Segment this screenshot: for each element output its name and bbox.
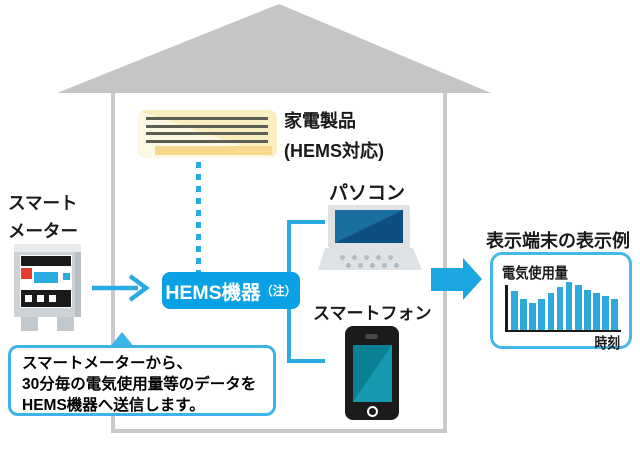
- speech-bubble-pointer: [109, 332, 135, 348]
- house-to-display-arrow: [431, 268, 463, 291]
- keyboard-dot: [370, 263, 375, 268]
- ac-louver: [146, 117, 268, 120]
- meter-display-bar: [21, 256, 71, 266]
- chart-bar: [602, 295, 609, 330]
- bubble-text-line1: スマートメーターから、: [22, 355, 193, 372]
- chart-x-label: 時刻: [594, 335, 620, 352]
- ac-louver: [146, 124, 268, 128]
- meter-digit: [37, 295, 44, 302]
- hems-device-label: HEMS機器: [165, 282, 261, 304]
- smart-meter-icon: [14, 244, 84, 332]
- ac-louver: [146, 139, 268, 143]
- bubble-text-line3: HEMS機器へ送信します。: [22, 397, 205, 414]
- meter-leg: [57, 317, 74, 331]
- meter-body-top: [14, 244, 81, 252]
- ac-vent-strip: [155, 146, 272, 155]
- keyboard-dot: [394, 263, 399, 268]
- meter-blue-dot: [63, 273, 70, 280]
- chart-bar: [584, 289, 591, 330]
- keyboard-dot: [358, 263, 363, 268]
- keyboard-dot: [352, 255, 357, 260]
- ac-louver: [146, 132, 268, 135]
- chart-bars: [511, 281, 619, 330]
- chart-title: 電気使用量: [502, 265, 569, 282]
- bubble-text-line2: 30分毎の電気使用量等のデータを: [22, 376, 257, 393]
- chart-bar: [574, 284, 582, 330]
- phone-speaker: [365, 334, 378, 339]
- meter-leg: [21, 317, 38, 331]
- keyboard-dot: [346, 263, 351, 268]
- house-wall-right: [443, 93, 447, 433]
- keyboard-dot: [376, 255, 381, 260]
- keyboard-dot: [340, 255, 345, 260]
- appliance-label: 家電製品 (HEMS対応): [284, 111, 384, 161]
- chart-bar: [556, 286, 564, 330]
- keyboard-dot: [388, 255, 393, 260]
- pc-label: パソコン: [329, 183, 406, 204]
- display-example-label: 表示端末の表示例: [486, 231, 630, 251]
- hems-device-box: HEMS機器 （注）: [162, 272, 300, 309]
- pc-screen: [335, 210, 403, 243]
- smart-meter-label: スマート メーター: [8, 193, 78, 241]
- dashed-link-line: [196, 162, 201, 272]
- hems-device-note: （注）: [260, 284, 297, 298]
- chart-x-axis: [505, 329, 621, 332]
- phone-screen: [353, 345, 392, 402]
- chart-bar: [593, 292, 600, 330]
- house-to-display-arrow-head: [463, 258, 482, 300]
- connector-line-to-pc: [287, 220, 325, 224]
- meter-digit: [49, 295, 56, 302]
- meter-lower-display: [21, 290, 71, 307]
- speech-bubble: スマートメーターから、 30分毎の電気使用量等のデータを HEMS機器へ送信しま…: [8, 332, 276, 416]
- house-wall-left: [111, 93, 115, 433]
- chart-bar: [547, 292, 555, 330]
- display-example-panel: 電気使用量 時刻: [490, 252, 632, 352]
- connector-line-to-phone: [287, 359, 325, 363]
- meter-red-indicator: [21, 268, 32, 279]
- meter-digit: [25, 295, 32, 302]
- pc-keyboard: [318, 248, 422, 270]
- chart-bar: [565, 281, 573, 330]
- phone-home-button: [367, 406, 378, 417]
- chart-y-axis: [505, 285, 508, 332]
- chart-bar: [529, 302, 536, 330]
- chart-bar: [511, 290, 518, 330]
- keyboard-dot: [364, 255, 369, 260]
- house-wall-bottom: [111, 429, 447, 433]
- smartphone-icon: [345, 326, 399, 420]
- house-roof: [57, 4, 491, 93]
- chart-bar: [538, 298, 546, 330]
- chart-bar: [611, 298, 619, 330]
- keyboard-dot: [382, 263, 387, 268]
- meter-to-hems-arrow: [92, 274, 150, 302]
- chart-bar: [520, 298, 527, 330]
- smartphone-label: スマートフォン: [313, 304, 432, 323]
- air-conditioner-icon: [137, 110, 277, 158]
- meter-body-shade: [75, 244, 81, 317]
- pc-icon: [310, 200, 428, 272]
- meter-blue-indicator: [34, 272, 58, 283]
